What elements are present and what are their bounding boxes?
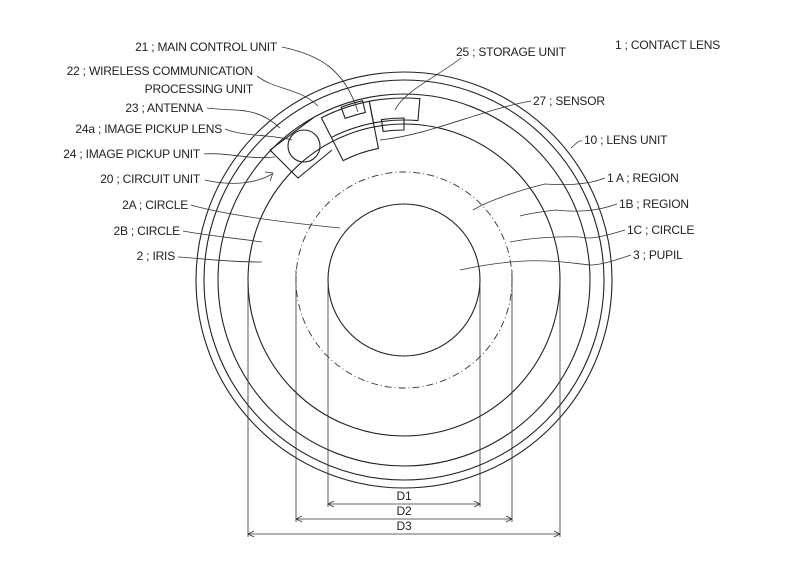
leader-lines xyxy=(177,46,632,271)
label-image-pickup-unit: 24 ; IMAGE PICKUP UNIT xyxy=(63,147,201,161)
wireless-inner-arc xyxy=(331,122,374,138)
sensor xyxy=(380,117,405,133)
dimension-d2: D2 xyxy=(397,504,412,518)
label-circuit-unit: 20 ; CIRCUIT UNIT xyxy=(100,172,201,186)
pupil xyxy=(327,203,481,357)
label-antenna: 23 ; ANTENNA xyxy=(125,101,203,115)
label-circle-2a: 2A ; CIRCLE xyxy=(122,198,188,212)
circuit-unit-arrow xyxy=(204,171,274,184)
label-image-pickup-lens: 24a ; IMAGE PICKUP LENS xyxy=(75,122,222,136)
lens-unit-inner xyxy=(217,93,591,467)
label-processing-unit: PROCESSING UNIT xyxy=(145,82,254,96)
label-storage-unit: 25 ; STORAGE UNIT xyxy=(456,45,567,59)
circuit-unit xyxy=(320,97,421,162)
label-sensor: 27 ; SENSOR xyxy=(533,94,605,108)
image-pickup-unit xyxy=(269,117,333,179)
label-circle-2b: 2B ; CIRCLE xyxy=(114,224,181,238)
dimension-lines xyxy=(247,270,561,538)
label-lens-unit: 10 ; LENS UNIT xyxy=(584,133,668,147)
lens-unit-outer xyxy=(203,79,605,481)
wireless-communication-processing-unit xyxy=(320,100,380,162)
label-iris: 2 ; IRIS xyxy=(137,249,176,263)
image-pickup-lens xyxy=(287,129,321,163)
label-main-control-unit: 21 ; MAIN CONTROL UNIT xyxy=(135,40,278,54)
label-region-1b: 1B ; REGION xyxy=(619,197,689,211)
label-pupil: 3 ; PUPIL xyxy=(633,248,683,262)
storage-unit xyxy=(368,97,421,124)
label-circle-1c: 1C ; CIRCLE xyxy=(627,223,694,237)
label-wireless-communication: 22 ; WIRELESS COMMUNICATION xyxy=(67,64,253,78)
dimension-d3: D3 xyxy=(397,519,412,533)
contact-lens-outer xyxy=(195,71,613,489)
dimension-d1: D1 xyxy=(397,489,412,503)
label-region-1a: 1 A ; REGION xyxy=(607,171,679,185)
label-contact-lens: 1 ; CONTACT LENS xyxy=(615,38,720,52)
main-control-unit xyxy=(340,100,366,120)
iris xyxy=(247,123,561,437)
